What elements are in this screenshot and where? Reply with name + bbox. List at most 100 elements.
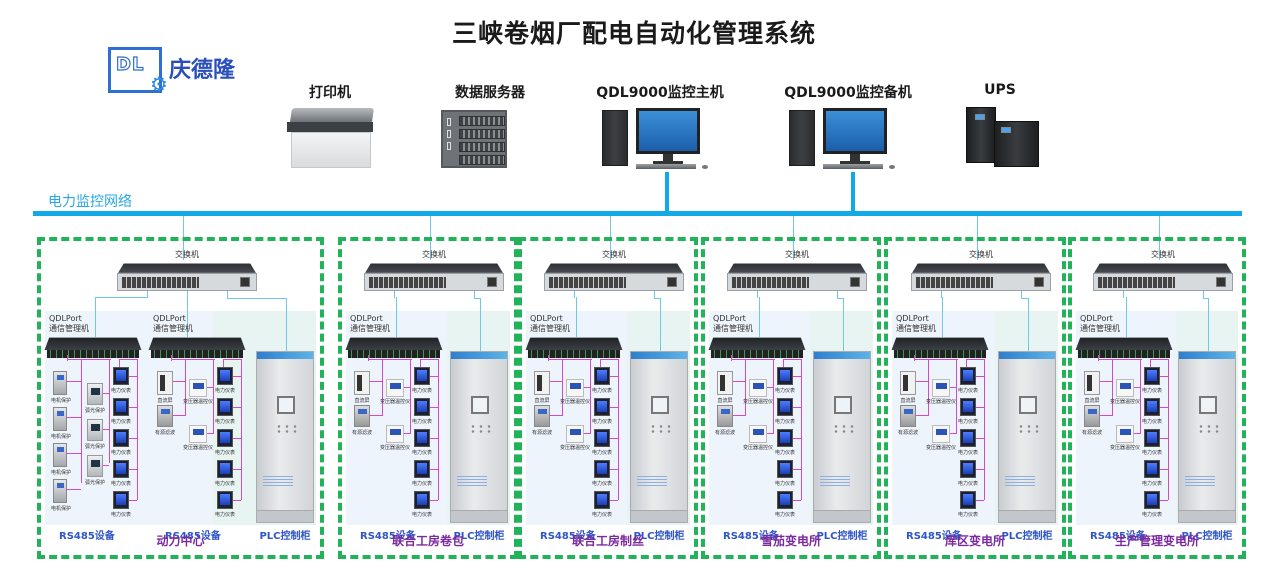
rs485-tap	[733, 381, 745, 382]
transformer-temp-controller-label: 变压器温控仪	[1110, 399, 1141, 405]
rs485-bus-arc	[109, 359, 110, 463]
cabinet-hmi	[1199, 396, 1217, 414]
rs485-tap	[976, 469, 984, 470]
arc-protection-icon	[87, 419, 103, 441]
plc-cabinet-icon	[998, 351, 1056, 523]
rs485-tap	[430, 500, 438, 501]
switch-to-comm-link	[576, 297, 577, 337]
transformer-temp-controller-icon	[189, 425, 207, 443]
main-host-label: QDL9000监控主机	[596, 85, 724, 101]
rs485-bus-temp	[956, 359, 957, 434]
switch-uplink-port	[667, 277, 677, 287]
rs485-bus-temp	[590, 359, 591, 434]
power-meter-label: 电力仪表	[110, 481, 131, 487]
apf-screen	[721, 409, 730, 414]
comm-manager-device	[525, 337, 623, 359]
plc-cabinet-icon	[256, 351, 314, 523]
rs485-tap	[1098, 355, 1099, 361]
power-meter-label: 电力仪表	[411, 481, 432, 487]
active-filter-label: 有源滤波	[897, 430, 918, 436]
temp-screen	[1120, 383, 1131, 389]
relay-screen	[57, 375, 64, 380]
active-filter-icon	[1084, 405, 1100, 427]
zone-name: 动力中心	[156, 534, 205, 548]
comm-manager-type: 通信管理机	[49, 324, 89, 333]
rs485-tap	[767, 387, 773, 388]
power-meter-icon	[113, 491, 129, 509]
switch-to-plc-link	[286, 298, 287, 354]
rs485-tap	[171, 355, 172, 361]
meter-screen	[220, 401, 230, 412]
power-meter-icon	[1144, 429, 1160, 447]
power-meter-label: 电力仪表	[411, 512, 432, 518]
rs485-bus-meters	[618, 359, 619, 500]
rs485-tap	[1134, 433, 1140, 434]
power-meter-label: 电力仪表	[110, 450, 131, 456]
dc-panel-label: 直流屏	[534, 398, 550, 404]
switch-to-comm-link	[1126, 297, 1127, 337]
power-meter-label: 电力仪表	[957, 419, 978, 425]
meter-screen	[417, 494, 427, 505]
meter-screen	[597, 370, 607, 381]
meter-screen	[780, 401, 790, 412]
power-meter-label: 电力仪表	[1141, 481, 1162, 487]
switch-to-comm-link	[394, 291, 395, 298]
rs485-tap	[1100, 381, 1112, 382]
cabinet-plate	[263, 476, 293, 486]
meter-screen	[597, 494, 607, 505]
transformer-temp-controller-icon	[1116, 425, 1134, 443]
power-meter-icon	[414, 429, 430, 447]
active-filter-icon	[900, 405, 916, 427]
meter-screen	[220, 370, 230, 381]
rs485-tap	[233, 469, 241, 470]
network-switch-icon	[544, 263, 684, 293]
switch-to-plc-link	[1208, 298, 1209, 354]
rs485-tap	[368, 359, 412, 360]
rs485-section-label: RS485设备	[59, 531, 115, 542]
power-meter-icon	[960, 460, 976, 478]
backup-host-network-link	[851, 172, 855, 212]
comm-manager-model: QDLPort	[713, 314, 746, 323]
dc-panel-icon	[900, 371, 916, 395]
switch-to-plc-link	[227, 291, 228, 299]
switch-to-plc-link	[1021, 298, 1028, 299]
meter-screen	[116, 370, 126, 381]
power-meter-icon	[217, 398, 233, 416]
rs485-tap	[1134, 387, 1140, 388]
rs485-tap	[119, 359, 120, 367]
comm-manager-top	[44, 337, 142, 351]
active-filter-icon	[717, 405, 733, 427]
comm-manager-model: QDLPort	[153, 314, 186, 323]
rs485-tap	[950, 433, 956, 434]
dc-panel-slot	[357, 375, 362, 391]
rs485-tap	[584, 387, 590, 388]
power-meter-icon	[113, 429, 129, 447]
rs485-bus-meters	[801, 359, 802, 500]
switch-ports	[369, 277, 447, 288]
rs485-tap	[207, 387, 213, 388]
meter-screen	[116, 401, 126, 412]
rs485-tap	[129, 407, 137, 408]
apf-screen	[904, 409, 913, 414]
rs485-section-label: RS485设备	[540, 531, 596, 542]
meter-screen	[220, 463, 230, 474]
printer-icon	[287, 108, 377, 170]
active-filter-label: 有源滤波	[154, 430, 175, 436]
gear-icon: ⚙	[150, 72, 168, 96]
switch-top	[545, 263, 683, 273]
comm-manager-type: 通信管理机	[896, 324, 936, 333]
comm-manager-type: 通信管理机	[350, 324, 390, 333]
comm-manager-device	[148, 337, 246, 359]
rs485-bus-aux	[382, 359, 383, 416]
power-meter-label: 电力仪表	[1141, 512, 1162, 518]
main-host-pc-icon	[602, 108, 712, 170]
dc-panel-slot	[1087, 375, 1092, 391]
transformer-temp-controller-icon	[566, 379, 584, 397]
power-meter-icon	[777, 491, 793, 509]
arc-protection-label: 弧光保护	[84, 444, 105, 450]
zone-name: 联合工房卷包	[391, 534, 464, 548]
comm-manager-device	[44, 337, 142, 359]
